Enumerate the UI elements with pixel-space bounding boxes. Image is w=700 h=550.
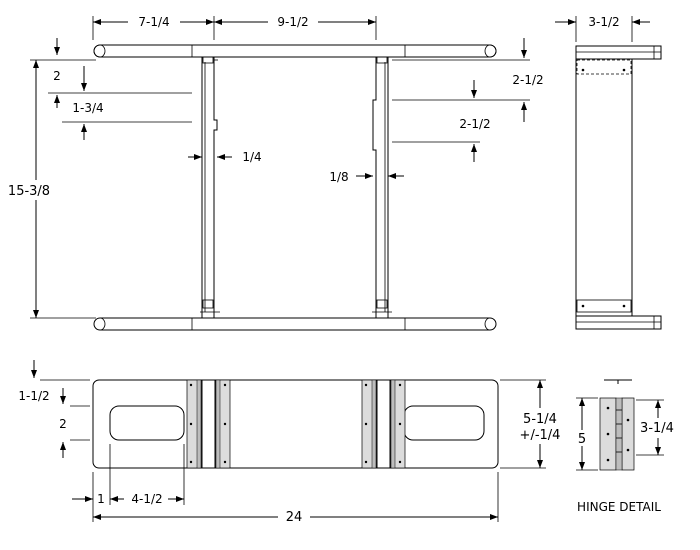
dim-notch-a: 2 xyxy=(53,69,61,83)
dim-length: 24 xyxy=(286,510,303,525)
plan-view: 1-1/2 2 5-1/4 +/-1/4 1 4-1/2 24 xyxy=(18,360,560,525)
front-right-post xyxy=(372,56,389,319)
dim-right-thickness: 1/8 xyxy=(329,170,348,184)
dim-slot-length: 4-1/2 xyxy=(131,492,162,506)
dim-depth-1: 5-1/4 xyxy=(523,412,557,427)
front-view: 7-1/4 9-1/2 15-3/8 2 1-3/4 1/4 1 xyxy=(8,15,544,331)
dim-right-b: 2-1/2 xyxy=(459,117,490,131)
hinge-detail: 5 3-1/4 HINGE DETAIL xyxy=(576,379,674,514)
side-view: 3-1/2 xyxy=(555,15,662,330)
dim-left-thickness: 1/4 xyxy=(242,150,261,164)
hinge-detail-title: HINGE DETAIL xyxy=(577,500,661,514)
dim-slot: 2 xyxy=(59,417,67,431)
front-bottom-rail xyxy=(93,317,497,331)
dim-height: 15-3/8 xyxy=(8,184,50,199)
slot-right xyxy=(403,405,485,441)
front-top-rail xyxy=(93,44,497,58)
dim-top-right: 9-1/2 xyxy=(277,15,308,29)
front-left-post xyxy=(201,56,218,319)
dim-side-width: 3-1/2 xyxy=(588,15,619,29)
dim-notch-b: 1-3/4 xyxy=(72,101,103,115)
dim-right-a: 2-1/2 xyxy=(512,73,543,87)
dim-top-left: 7-1/4 xyxy=(138,15,169,29)
dim-hinge-overall: 5 xyxy=(578,432,586,447)
dim-hinge-leaf: 3-1/4 xyxy=(640,421,674,436)
dim-depth-2: +/-1/4 xyxy=(520,428,561,443)
dim-offset: 1 xyxy=(97,492,105,506)
dim-edge: 1-1/2 xyxy=(18,389,49,403)
slot-left xyxy=(109,405,185,441)
